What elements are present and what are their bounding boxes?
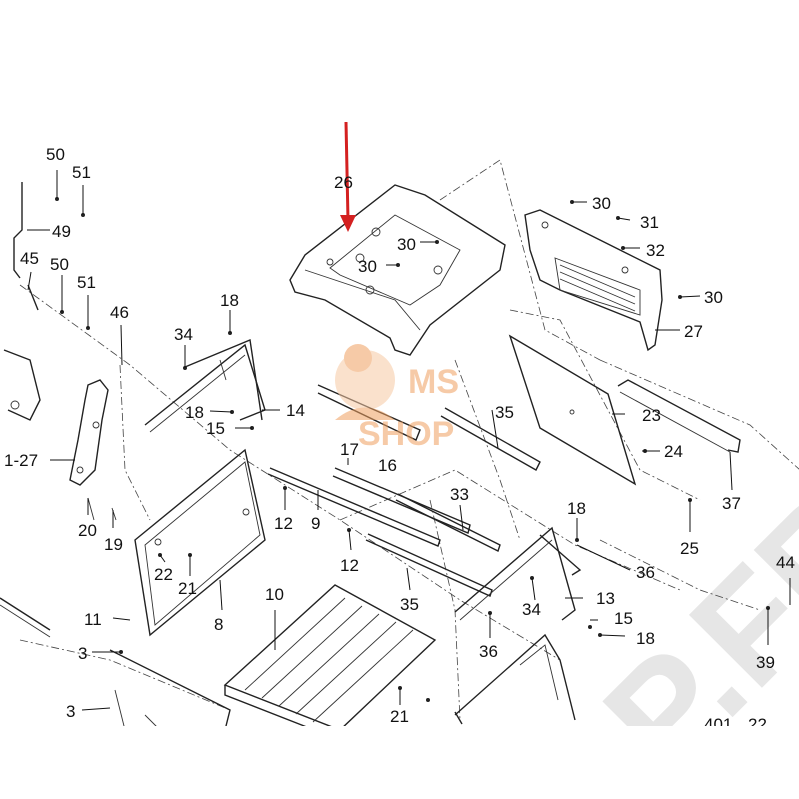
- top-cover-part: [289, 184, 506, 356]
- side-panel-8: [134, 448, 266, 637]
- callout-18: 18: [220, 291, 239, 310]
- callout-27: 27: [684, 322, 703, 341]
- callout-36: 36: [636, 563, 655, 582]
- callout-18: 18: [636, 629, 655, 648]
- callout-13: 13: [596, 589, 615, 608]
- callout-20: 20: [78, 521, 97, 540]
- callout-36: 36: [479, 642, 498, 661]
- logo-text-shop: SHOP: [358, 415, 454, 453]
- support-rod-37: [617, 379, 741, 453]
- frame-13: [454, 526, 582, 621]
- callout-8: 8: [214, 615, 223, 634]
- left-bracket-assembly: [3, 182, 117, 521]
- callout-19: 19: [104, 535, 123, 554]
- callout-3: 3: [78, 644, 87, 663]
- callout-50: 50: [46, 145, 65, 164]
- callout-14: 14: [286, 401, 305, 420]
- red-indicator-arrow: [340, 121, 356, 232]
- callout-51: 51: [72, 163, 91, 182]
- callout-24: 24: [664, 442, 683, 461]
- callout-35: 35: [400, 595, 419, 614]
- callout-37: 37: [722, 494, 741, 513]
- ms-shop-logo: MS SHOP: [335, 344, 459, 453]
- bottom-margin: [0, 726, 799, 799]
- callout-30: 30: [358, 257, 377, 276]
- callout-34: 34: [174, 325, 193, 344]
- callout-15: 15: [614, 609, 633, 628]
- callout-17: 17: [340, 440, 359, 459]
- callout-34: 34: [522, 600, 541, 619]
- callout-35: 35: [495, 403, 514, 422]
- callout-49: 49: [52, 222, 71, 241]
- callout-23: 23: [642, 406, 661, 425]
- callout-32: 32: [646, 241, 665, 260]
- callout-12: 12: [340, 556, 359, 575]
- lower-frame: [454, 633, 576, 725]
- assembly-centerlines: [19, 159, 799, 721]
- callout-30: 30: [397, 235, 416, 254]
- leader-lines: [27, 170, 791, 711]
- callout-3: 3: [66, 702, 75, 721]
- callout-50: 50: [50, 255, 69, 274]
- callout-11: 11: [84, 610, 102, 629]
- callout-21: 21: [178, 579, 197, 598]
- callout-15: 15: [206, 419, 225, 438]
- base-chassis: [0, 597, 231, 731]
- callout-44: 44: [776, 553, 795, 572]
- callout-30: 30: [592, 194, 611, 213]
- callout-26: 26: [334, 173, 353, 192]
- callout-labels: 50 51 49 45 50 51 46 1-27 20 19 11 3 3 2…: [4, 145, 795, 742]
- callout-33: 33: [450, 485, 469, 504]
- callout-12: 12: [274, 514, 293, 533]
- callout-39: 39: [756, 653, 775, 672]
- callout-51: 51: [77, 273, 96, 292]
- callout-18: 18: [185, 403, 204, 422]
- callout-16: 16: [378, 456, 397, 475]
- callout-1-27: 1-27: [4, 451, 38, 470]
- callout-25: 25: [680, 539, 699, 558]
- logo-text-ms: MS: [408, 363, 459, 401]
- callout-46: 46: [110, 303, 129, 322]
- frame-14: [144, 339, 266, 433]
- floor-panel-10: [223, 584, 437, 742]
- callout-45: 45: [20, 249, 39, 268]
- side-panel-23: [508, 334, 637, 486]
- callout-21: 21: [390, 707, 409, 726]
- callout-31: 31: [640, 213, 659, 232]
- callout-10: 10: [265, 585, 284, 604]
- rear-cover-part: [524, 209, 663, 352]
- callout-18: 18: [567, 499, 586, 518]
- callout-30: 30: [704, 288, 723, 307]
- callout-22: 22: [154, 565, 173, 584]
- callout-9: 9: [311, 514, 320, 533]
